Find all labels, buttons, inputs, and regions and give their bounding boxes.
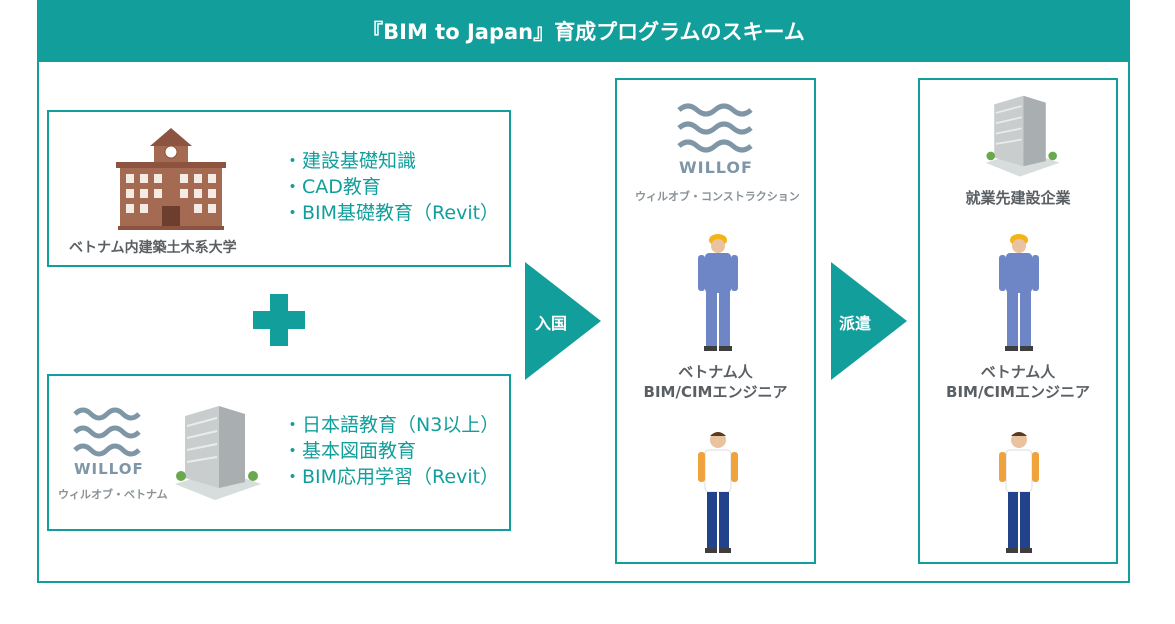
bullet-item: ・建設基礎知識: [283, 150, 417, 172]
willof-vietnam-label: ウィルオブ・ベトナム: [58, 488, 168, 501]
engineer-label-line2: BIM/CIMエンジニア: [946, 383, 1090, 401]
dispatch-arrow-label: 派遣: [839, 314, 872, 333]
office-building-icon: [175, 406, 261, 500]
university-label: ベトナム内建築土木系大学: [69, 240, 237, 256]
bullet-item: ・CAD教育: [283, 176, 381, 198]
diagram-title: 『BIM to Japan』育成プログラムのスキーム: [37, 0, 1130, 62]
bullet-item: ・BIM応用学習（Revit）: [283, 466, 500, 488]
worker-figure-icon: [999, 234, 1039, 351]
engineer-label-line1: ベトナム人: [678, 363, 753, 381]
employer-label: 就業先建設企業: [965, 189, 1071, 207]
person-figure-icon: [999, 432, 1039, 553]
willof-construction-label: ウィルオブ・コンストラクション: [635, 190, 800, 203]
bullet-item: ・BIM基礎教育（Revit）: [283, 202, 500, 224]
engineer-label: ベトナム人 BIM/CIMエンジニア: [617, 362, 814, 402]
willof-logo-text: WILLOF: [74, 460, 144, 478]
engineer-label-line2: BIM/CIMエンジニア: [643, 383, 788, 401]
dispatch-arrow-icon: [831, 262, 907, 380]
person-figure-icon: [698, 432, 738, 553]
university-building-icon: [116, 128, 226, 230]
engineer-label: ベトナム人 BIM/CIMエンジニア: [920, 362, 1116, 402]
enter-arrow-icon: [525, 262, 601, 380]
willof-logo-text: WILLOF: [679, 158, 753, 177]
enter-arrow-label: 入国: [535, 314, 568, 333]
plus-icon: [253, 294, 305, 346]
willof-vietnam-bullet-list: ・日本語教育（N3以上） ・基本図面教育 ・BIM応用学習（Revit）: [283, 412, 499, 490]
office-building-icon: [985, 95, 1060, 177]
worker-figure-icon: [698, 234, 738, 351]
university-bullet-list: ・建設基礎知識 ・CAD教育 ・BIM基礎教育（Revit）: [283, 148, 499, 226]
willof-logo-waves-icon: [677, 103, 753, 153]
bullet-item: ・基本図面教育: [283, 440, 417, 462]
university-box: ベトナム内建築土木系大学 ・建設基礎知識 ・CAD教育 ・BIM基礎教育（Rev…: [47, 110, 511, 267]
bullet-item: ・日本語教育（N3以上）: [283, 414, 500, 436]
engineer-label-line1: ベトナム人: [980, 363, 1056, 381]
willof-vietnam-box: WILLOF ウィルオブ・ベトナム ・日本語教育（N3以上） ・基本図面教育 ・…: [47, 374, 511, 531]
employer-box: 就業先建設企業 ベトナム人 BIM/CIMエンジニア: [918, 78, 1118, 564]
willof-construction-box: WILLOF ウィルオブ・コンストラクション ベトナム人 BIM/CIMエンジニ…: [615, 78, 816, 564]
willof-logo-waves-icon: [73, 407, 141, 457]
